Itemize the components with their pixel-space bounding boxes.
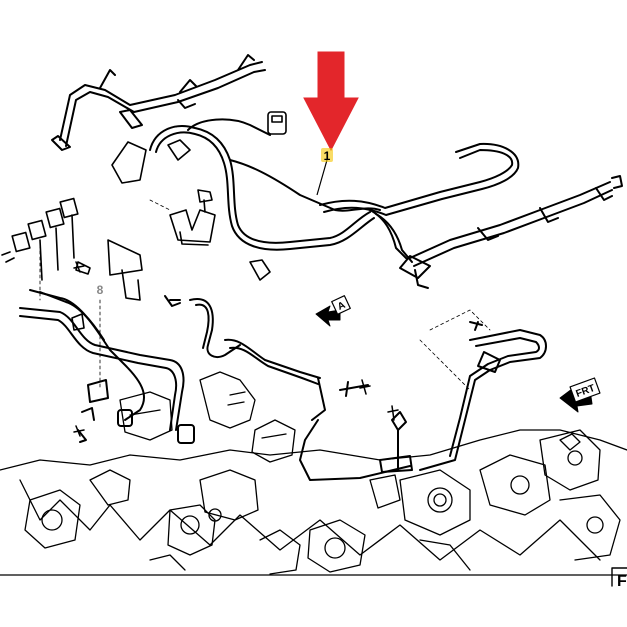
leader-lines [39,199,491,391]
callout-8: 8 [97,283,104,297]
view-a-label: A [336,300,347,313]
upper-clips [111,111,287,281]
engine-block [0,371,627,576]
view-a-arrow [315,295,351,327]
bolts [73,261,399,437]
right-fuel-rail [399,175,623,289]
fuel-line-loop-left [149,118,381,251]
middle-fuel-line [164,295,411,481]
left-fuel-rail [51,54,266,151]
callout-1: 1 [316,148,333,196]
callout-1-label: 1 [324,149,331,163]
bracket-assembly [71,239,143,331]
partial-corner-label: F [617,573,627,590]
partial-label-frame [611,567,627,587]
left-clip-column [1,197,79,281]
callout-8-label: 8 [97,283,104,297]
lower-left-fuel-lines [19,289,195,444]
red-pointer-arrow [303,51,359,152]
front-arrow [559,377,601,413]
lower-right-fuel-line [379,321,547,473]
fuel-line-right [319,142,520,263]
